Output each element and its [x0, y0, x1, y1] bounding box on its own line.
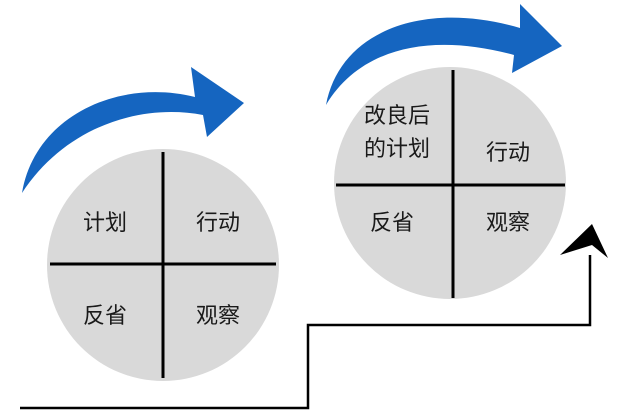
cycle-2: 改良后 的计划 行动 反省 观察 — [326, 4, 566, 299]
cycle-2-circle — [334, 67, 566, 299]
up-arrow-icon — [560, 224, 608, 258]
cycle-1-observe-label: 观察 — [196, 304, 240, 329]
staircase-line — [20, 255, 592, 410]
curved-arrow-icon — [326, 4, 562, 105]
cycle-1-reflect-label: 反省 — [83, 304, 127, 329]
cycle-1-plan-label: 计划 — [83, 211, 127, 236]
cycle-2-observe-label: 观察 — [486, 211, 530, 236]
cycle-2-act-label: 行动 — [486, 141, 530, 166]
curved-arrow-icon — [22, 67, 244, 193]
cycle-2-plan-label-line1: 改良后 — [364, 104, 430, 129]
cycle-2-plan-label-line2: 的计划 — [364, 137, 430, 162]
cycle-2-reflect-label: 反省 — [370, 211, 414, 236]
cycle-1-act-label: 行动 — [196, 211, 240, 236]
cycle-1: 计划 行动 反省 观察 — [22, 67, 279, 381]
